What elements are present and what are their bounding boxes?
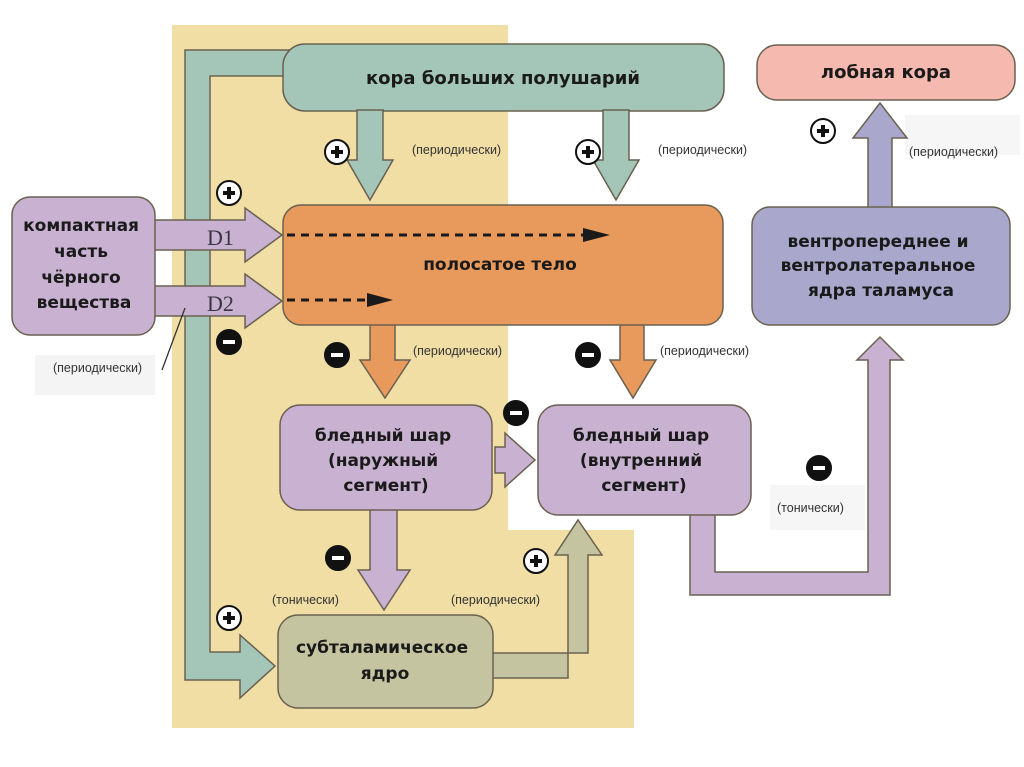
d2-label: D2 xyxy=(207,291,234,316)
note-gpe-stn: (тонически) xyxy=(272,593,339,607)
note-bg xyxy=(770,485,865,530)
thalamus-label: вентропереднее и вентролатеральное ядра … xyxy=(781,232,982,301)
background-zone xyxy=(172,25,634,728)
note-striatum-gpi: (периодически) xyxy=(660,344,749,358)
sign-bar xyxy=(223,340,235,344)
sign-bar xyxy=(335,146,339,158)
gp-internal-node xyxy=(537,404,752,516)
sign-bar xyxy=(534,555,538,567)
note-bg xyxy=(905,115,1020,155)
substantia-nigra-node xyxy=(11,196,156,336)
cortex-to-striatum-arrow-right xyxy=(591,109,641,202)
sign-bar xyxy=(227,187,231,199)
note-nigra: (периодически) xyxy=(53,361,142,375)
thalamus-node xyxy=(751,206,1011,326)
note-striatum-gpe: (периодически) xyxy=(413,344,502,358)
nigra-note-pointer xyxy=(161,307,186,371)
sign-bar xyxy=(582,353,594,357)
stn-to-gpi-arrow xyxy=(489,518,604,679)
sign-bar xyxy=(586,146,590,158)
thalamus-to-frontal-arrow xyxy=(851,101,909,211)
sign-bar xyxy=(813,466,825,470)
sign-bar xyxy=(332,556,344,560)
frontal-cortex-node xyxy=(756,44,1016,101)
note-gpi-thalamus: (тонически) xyxy=(777,501,844,515)
sign-bar xyxy=(227,612,231,624)
striatum-to-gpi-arrow xyxy=(608,319,658,400)
sign-bar xyxy=(331,353,343,357)
d1-arrow xyxy=(149,206,284,264)
d1-label: D1 xyxy=(207,225,234,250)
cortex-to-striatum-arrow-left xyxy=(345,109,395,202)
d1-pathway-arrowhead xyxy=(583,228,610,242)
striatum-to-gpe-arrow xyxy=(358,319,412,400)
cortex-label: кора больших полушарий xyxy=(366,68,640,89)
gpi-to-thalamus-arrow xyxy=(689,335,905,596)
striatum-label: полосатое тело xyxy=(423,255,577,275)
subthalamic-label: субталамическое ядро xyxy=(296,638,474,684)
gpe-to-stn-arrow xyxy=(356,504,412,612)
frontal-cortex-label: лобная кора xyxy=(821,62,951,83)
gp-external-node xyxy=(279,404,493,511)
note-thalamus-frontal: (периодически) xyxy=(909,145,998,159)
cortex-node xyxy=(282,43,725,112)
sign-bar xyxy=(510,411,522,415)
subthalamic-node xyxy=(277,614,494,709)
note-cortex-striatum-left: (периодически) xyxy=(412,143,501,157)
note-stn-gpi: (периодически) xyxy=(451,593,540,607)
sign-bar xyxy=(821,125,825,137)
cortex-to-stn-arrow xyxy=(184,49,291,700)
note-bg xyxy=(35,355,155,395)
gpe-to-gpi-arrow xyxy=(494,431,537,489)
note-cortex-striatum-right: (периодически) xyxy=(658,143,747,157)
gp-internal-label: бледный шар (внутренний сегмент) xyxy=(573,426,715,496)
gp-external-label: бледный шар (наружный сегмент) xyxy=(315,426,457,496)
d2-pathway-arrowhead xyxy=(367,293,393,307)
substantia-nigra-label: компактная часть чёрного вещества xyxy=(23,216,145,313)
